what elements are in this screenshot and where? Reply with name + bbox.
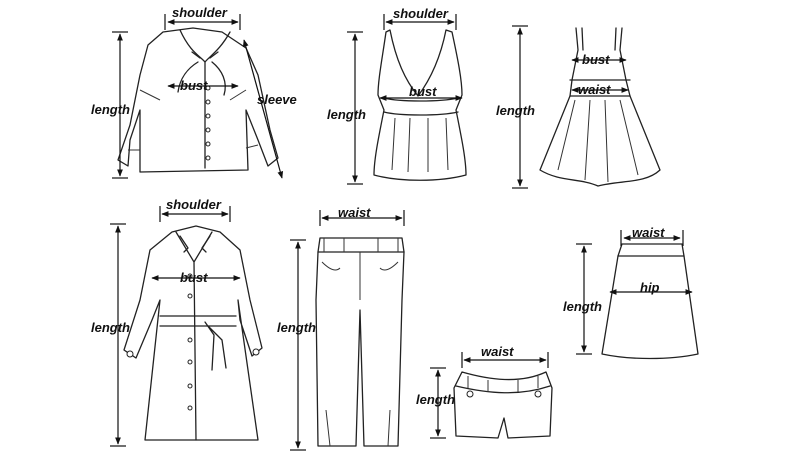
coat-drawing xyxy=(123,225,263,441)
dress-waist-label: waist xyxy=(578,82,611,97)
dress-length-label: length xyxy=(496,103,535,118)
skirt-length-label: length xyxy=(563,299,602,314)
shorts-drawing xyxy=(453,371,553,439)
blouse-sleeve-label: sleeve xyxy=(257,92,297,107)
blouse-shoulder-label: shoulder xyxy=(172,5,227,20)
blouse-bust-label: bust xyxy=(180,78,208,93)
trousers-drawing xyxy=(315,237,405,447)
tank-top-shoulder-label: shoulder xyxy=(393,6,448,21)
trousers-length-label: length xyxy=(277,320,316,335)
dress-bust-label: bust xyxy=(582,52,610,67)
coat-shoulder-label: shoulder xyxy=(166,197,221,212)
tank-top-length-label: length xyxy=(327,107,366,122)
shorts-waist-label: waist xyxy=(481,344,514,359)
dress-drawing xyxy=(539,27,661,187)
tank-top-bust-label: bust xyxy=(409,84,437,99)
trousers-waist-label: waist xyxy=(338,205,371,220)
shorts-length-label: length xyxy=(416,392,455,407)
tank-top-drawing xyxy=(373,29,467,181)
skirt-waist-label: waist xyxy=(632,225,665,240)
coat-bust-label: bust xyxy=(180,270,208,285)
skirt-hip-label: hip xyxy=(640,280,660,295)
skirt-drawing xyxy=(601,243,699,360)
blouse-length-label: length xyxy=(91,102,130,117)
blouse-drawing xyxy=(117,27,279,173)
coat-length-label: length xyxy=(91,320,130,335)
